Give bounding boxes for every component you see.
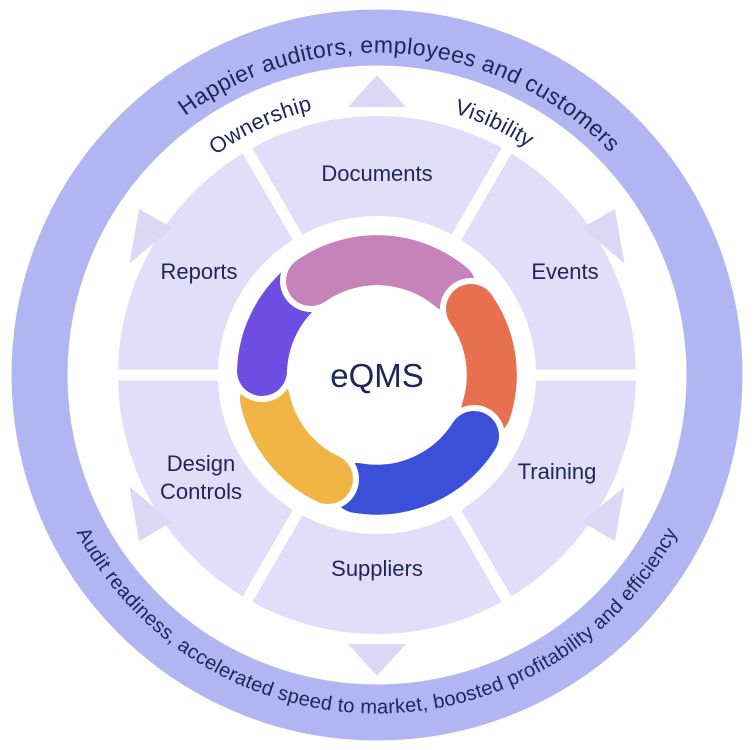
cycle-arrows xyxy=(129,75,625,676)
ring-segment-label-events: Events xyxy=(531,259,598,284)
donut-segment-mauve-cap xyxy=(286,237,382,306)
cycle-arrow-lower-right-icon xyxy=(582,486,625,542)
donut-chart xyxy=(231,229,523,521)
cycle-arrow-upper-left-icon xyxy=(129,208,172,264)
ring-segment-label-suppliers: Suppliers xyxy=(331,556,423,581)
ring-segment-label-reports: Reports xyxy=(160,259,237,284)
sector-dividers xyxy=(109,140,645,610)
divider-upper-right xyxy=(447,140,516,248)
divider-lower-left xyxy=(238,502,307,610)
design-controls-line-2: Controls xyxy=(160,479,242,504)
ring-segment-label-documents: Documents xyxy=(321,161,432,186)
outer-band-ring xyxy=(11,9,743,741)
cycle-arrow-upper-right-icon xyxy=(582,208,625,264)
design-controls-line-1: Design xyxy=(167,451,235,476)
ring-segment-label-training: Training xyxy=(518,459,597,484)
divider-upper-left xyxy=(238,140,307,248)
donut-segment-orange xyxy=(446,284,517,436)
divider-lower-right xyxy=(447,502,516,610)
donut-segment-yellow xyxy=(240,374,353,504)
center-label: eQMS xyxy=(330,357,424,394)
cycle-arrow-bottom-icon xyxy=(348,644,406,676)
cycle-arrow-lower-left-icon xyxy=(129,486,172,542)
donut-segment-blue xyxy=(332,411,499,515)
ring-segment-label-design-controls: Design Controls xyxy=(160,451,242,504)
cycle-arrow-top-icon xyxy=(348,75,406,107)
